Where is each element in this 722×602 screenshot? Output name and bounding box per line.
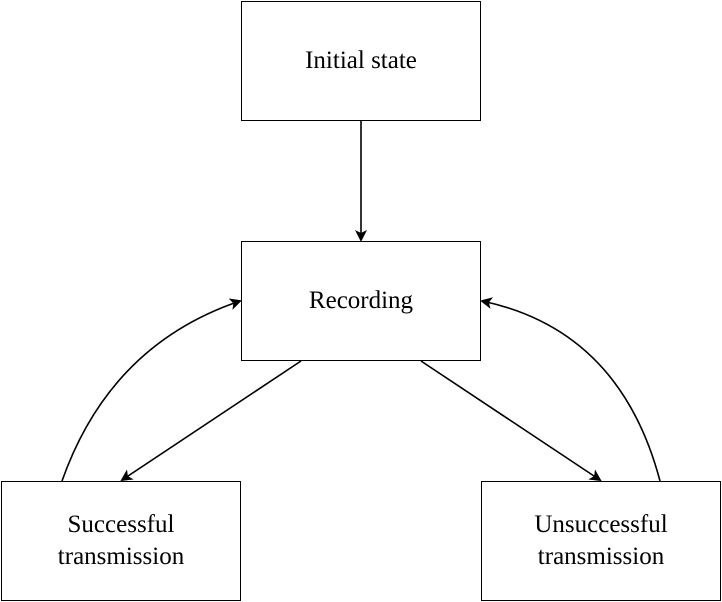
node-recording: Recording	[241, 241, 481, 361]
edge-successful-to-recording	[61, 298, 242, 482]
node-unsuccessful-transmission: Unsuccessful transmission	[481, 481, 721, 601]
node-initial-state: Initial state	[241, 1, 481, 121]
edge-recording-to-successful	[120, 360, 302, 482]
edge-recording-to-unsuccessful	[420, 360, 602, 482]
node-unsuccessful-transmission-label: Unsuccessful transmission	[534, 511, 668, 570]
node-successful-transmission-label: Successful transmission	[57, 511, 185, 570]
node-recording-label: Recording	[308, 287, 414, 314]
node-successful-transmission: Successful transmission	[1, 481, 241, 601]
node-initial-state-label: Initial state	[305, 47, 417, 74]
edge-unsuccessful-to-recording	[480, 297, 661, 482]
